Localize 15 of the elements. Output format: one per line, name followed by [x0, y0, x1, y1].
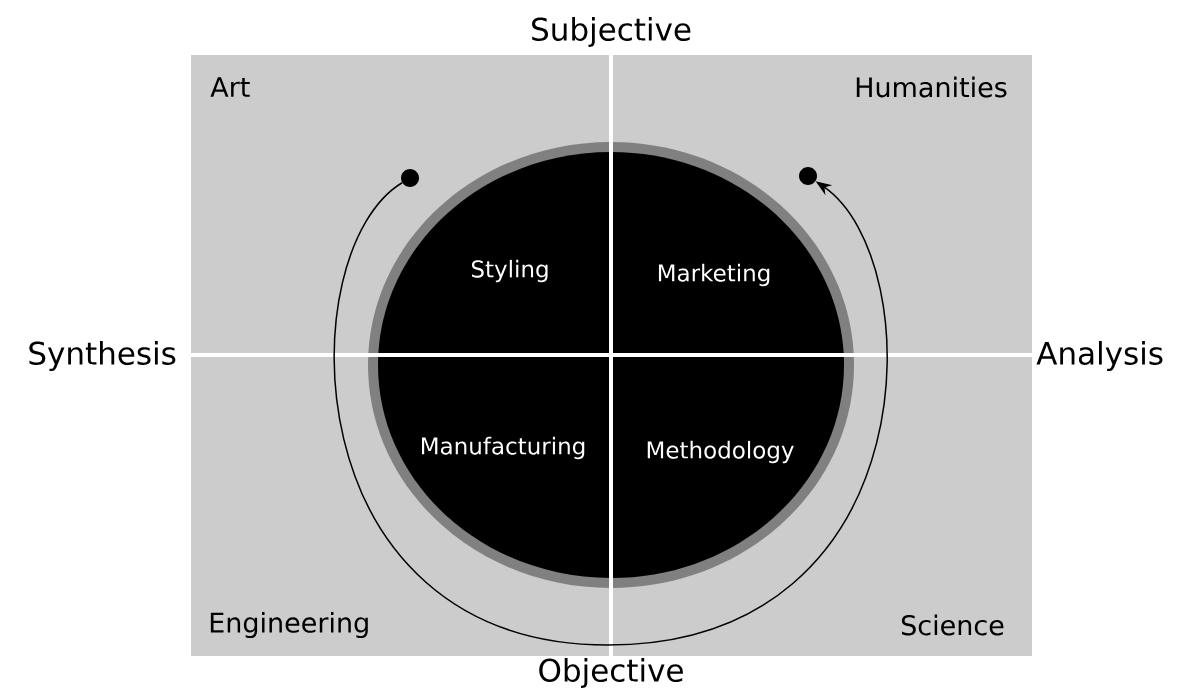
axis-label: Analysis: [1036, 341, 1163, 371]
axis-label: Manufacturing: [422, 436, 585, 460]
dot: [799, 167, 817, 185]
arrow: [334, 181, 888, 646]
axis-label: Objective: [539, 658, 683, 688]
axis-label: Science: [901, 614, 1004, 636]
axis-label: Marketing: [658, 263, 770, 287]
axis-label: Styling: [471, 259, 548, 283]
axis-label: Synthesis: [29, 341, 176, 371]
axis-label: Engineering: [210, 611, 368, 639]
axis-label: Art: [210, 77, 250, 97]
axis-label: Subjective: [532, 17, 691, 47]
axis-label: Humanities: [856, 76, 1007, 98]
axis-label: Methodology: [647, 440, 794, 464]
dot: [401, 169, 419, 187]
